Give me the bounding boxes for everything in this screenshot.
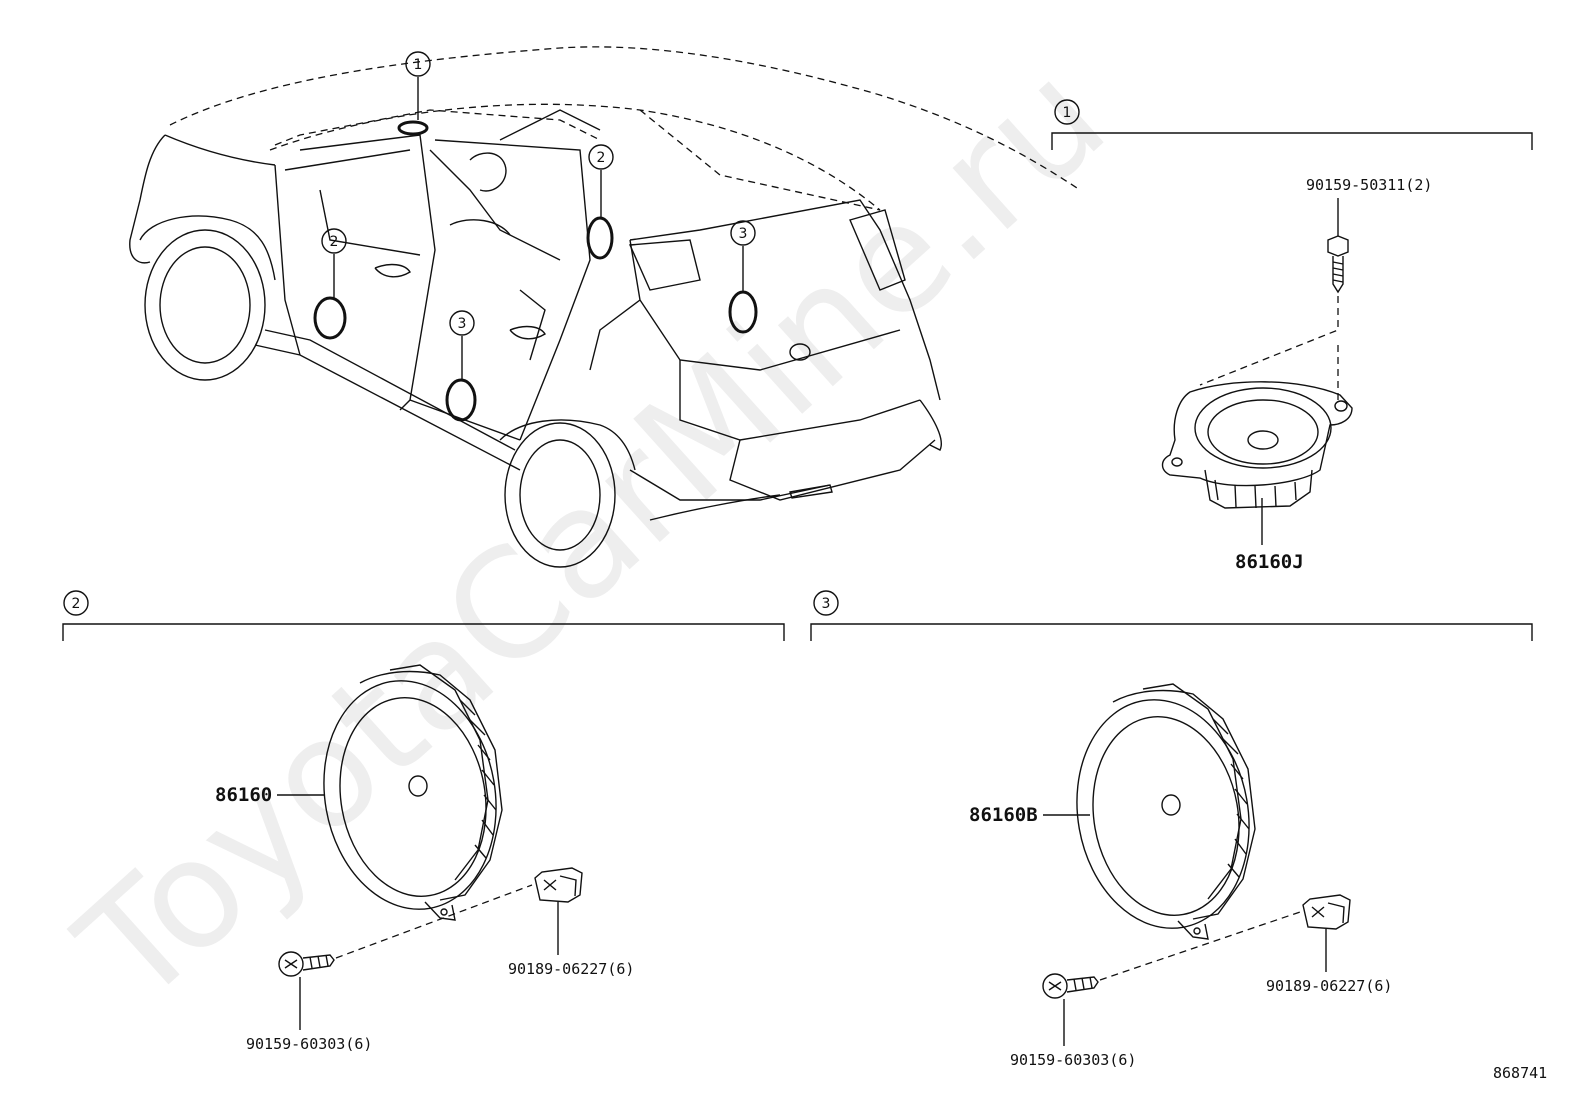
part-label-86160B: 86160B [969,804,1038,826]
part-label-90159-60303-right: 90159-60303(6) [1010,1051,1136,1069]
section-1: 1 90159-50311(2) 86160J [1051,99,1533,573]
screw-90159-50311 [1327,235,1349,294]
speaker-86160 [323,664,503,921]
part-label-86160J: 86160J [1235,551,1304,573]
part-label-90159-50311: 90159-50311(2) [1306,176,1432,194]
location-1-ellipse [397,120,429,136]
screw-90159-60303-right [1042,973,1099,999]
part-label-90159-60303-left: 90159-60303(6) [246,1035,372,1053]
location-3-left-ellipse [445,378,477,422]
section-2-number: 2 [72,596,81,612]
callout-3-right: 3 [739,226,748,242]
clip-90189-06227-left [534,867,583,903]
callout-3-left: 3 [458,316,467,332]
watermark: ToyotaCarMine.ru [47,31,1138,1038]
clip-90189-06227-right [1302,894,1351,930]
part-label-86160: 86160 [215,784,272,806]
section-3-number: 3 [822,596,831,612]
diagram-id: 868741 [1493,1064,1547,1082]
part-label-90189-06227-left: 90189-06227(6) [508,960,634,978]
speaker-86160B [1076,683,1256,940]
tweeter-86160J [1161,381,1353,509]
part-label-90189-06227-right: 90189-06227(6) [1266,977,1392,995]
section-3: 3 86160B 90159-60303(6) [810,590,1533,1069]
section-2-bracket [62,623,785,641]
car-callouts: 1 2 2 3 3 [321,51,756,380]
callout-1: 1 [414,57,423,73]
section-1-bracket [1051,132,1533,150]
car-illustration [129,46,1081,568]
section-1-number: 1 [1063,105,1072,121]
location-2-right-ellipse [586,216,614,260]
section-3-bracket [810,623,1533,641]
callout-2-left: 2 [330,234,339,250]
section-2: 2 86160 90159-60303(6) [62,590,785,1053]
screw-90159-60303-left [278,951,335,977]
callout-2-right: 2 [597,150,606,166]
location-2-left-ellipse [313,296,347,340]
